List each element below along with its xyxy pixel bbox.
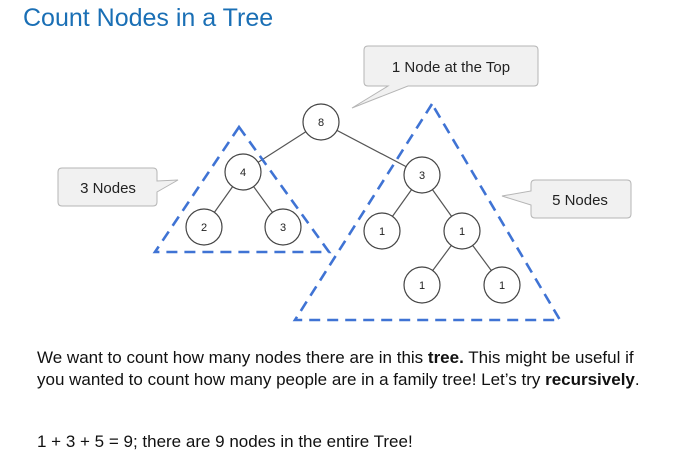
callout-right: 5 Nodes: [501, 179, 632, 219]
edge-root-right: [320, 121, 423, 176]
node-rr-right-label: 1: [499, 280, 505, 292]
node-right-right-label: 1: [459, 226, 465, 238]
tree-node: 3: [264, 208, 302, 246]
description-part2: This might be useful if you wanted to co…: [37, 348, 634, 389]
description-paragraph: We want to count how many nodes there ar…: [37, 347, 657, 391]
left-subtree-triangle: [152, 124, 332, 254]
page-title: Count Nodes in a Tree: [23, 4, 274, 32]
summary-paragraph: 1 + 3 + 5 = 9; there are 9 nodes in the …: [37, 432, 413, 451]
node-right-label: 3: [419, 170, 425, 182]
tree-diagram: 8 4 2 3 3 1 1 1 1 1 Node at the Top 3 No…: [57, 45, 632, 322]
description-part1: We want to count how many nodes there ar…: [37, 348, 428, 367]
tree-node: 1: [403, 266, 441, 304]
node-root-label: 8: [318, 117, 324, 129]
tree-node: 8: [302, 103, 340, 141]
callout-right-text: 5 Nodes: [552, 192, 608, 209]
right-subtree-triangle: [292, 101, 563, 322]
tree-node: 2: [185, 208, 223, 246]
description-bold-tree: tree.: [427, 348, 464, 367]
description-bold-recursively: recursively: [545, 370, 635, 389]
node-left-label: 4: [240, 167, 246, 179]
node-right-left-label: 1: [379, 226, 385, 238]
tree-node: 1: [483, 266, 521, 304]
callout-top: 1 Node at the Top: [351, 45, 539, 109]
callout-top-text: 1 Node at the Top: [392, 59, 510, 76]
node-left-right-label: 3: [280, 222, 286, 234]
callout-left: 3 Nodes: [57, 167, 179, 207]
node-rr-left-label: 1: [419, 280, 425, 292]
node-left-left-label: 2: [201, 222, 207, 234]
tree-node: 1: [363, 212, 401, 250]
tree-node: 1: [443, 212, 481, 250]
tree-node: 3: [403, 156, 441, 194]
callout-left-text: 3 Nodes: [80, 180, 136, 197]
description-part3: .: [634, 370, 640, 389]
tree-node: 4: [224, 153, 262, 191]
